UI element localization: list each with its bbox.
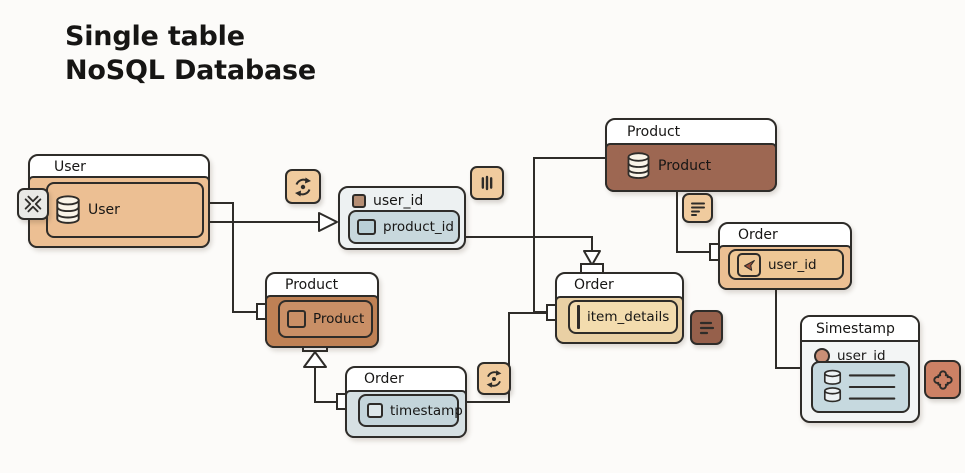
arrowhead-right-icon: [318, 212, 338, 232]
attr-label: item_details: [587, 309, 670, 325]
database-table-icon: [823, 369, 896, 403]
attribute-square-icon: [287, 310, 306, 328]
arrowhead-up-icon: [303, 351, 327, 368]
attr-label: Product: [658, 157, 712, 174]
node-title: user_id: [373, 193, 424, 209]
cursor-bar-icon: [577, 305, 580, 329]
node-simestamp: Simestamp user_id: [800, 315, 920, 423]
node-order-user: Order user_id: [718, 222, 852, 290]
attr-label: User: [88, 202, 120, 218]
sync-arrows-icon: [285, 169, 321, 204]
title-line-1: Single table: [65, 21, 245, 52]
collapse-arrows-icon: [17, 188, 49, 220]
key-square-icon: [352, 194, 366, 208]
title-line-2: NoSQL Database: [65, 55, 317, 86]
attr-label: user_id: [837, 348, 886, 364]
node-order-item: Order item_details: [555, 272, 684, 344]
node-order-timestamp: Order timestamp: [345, 366, 467, 438]
document-lines-icon: [690, 310, 723, 345]
node-title: Order: [364, 371, 404, 387]
node-title: Order: [738, 227, 778, 243]
database-icon: [627, 151, 650, 179]
attr-label: timestamp: [390, 402, 463, 419]
arrowhead-down-icon: [583, 250, 601, 266]
sync-arrows-icon: [477, 362, 511, 395]
attribute-square-icon: [367, 403, 383, 418]
node-title: User: [54, 159, 86, 175]
document-lines-icon: [682, 193, 713, 223]
reference-arrow-icon: [737, 252, 761, 277]
node-title: Product: [627, 124, 681, 140]
node-title: Order: [574, 277, 614, 293]
node-lookup: user_id product_id: [338, 186, 466, 250]
attr-label: product_id: [383, 219, 454, 235]
attr-label: user_id: [768, 256, 817, 273]
wire-order-user-to-simestamp: [775, 286, 801, 369]
puzzle-piece-icon: [924, 360, 961, 399]
node-title: Product: [285, 277, 339, 293]
node-product-mid: Product Product: [265, 272, 379, 348]
attribute-square-icon: [357, 219, 376, 235]
diagram-title: Single table NoSQL Database: [65, 20, 316, 88]
wire-lookup-to-order-item: [462, 236, 593, 251]
database-icon: [56, 195, 80, 224]
node-product-top: Product Product: [605, 118, 777, 192]
attr-label: Product: [313, 311, 365, 327]
wire-product-mid-to-order-timestamp: [314, 360, 338, 403]
vertical-bars-icon: [470, 166, 504, 200]
node-user: User User: [28, 154, 210, 248]
node-title: Simestamp: [816, 321, 895, 337]
wire-user-to-product-mid: [205, 202, 258, 313]
